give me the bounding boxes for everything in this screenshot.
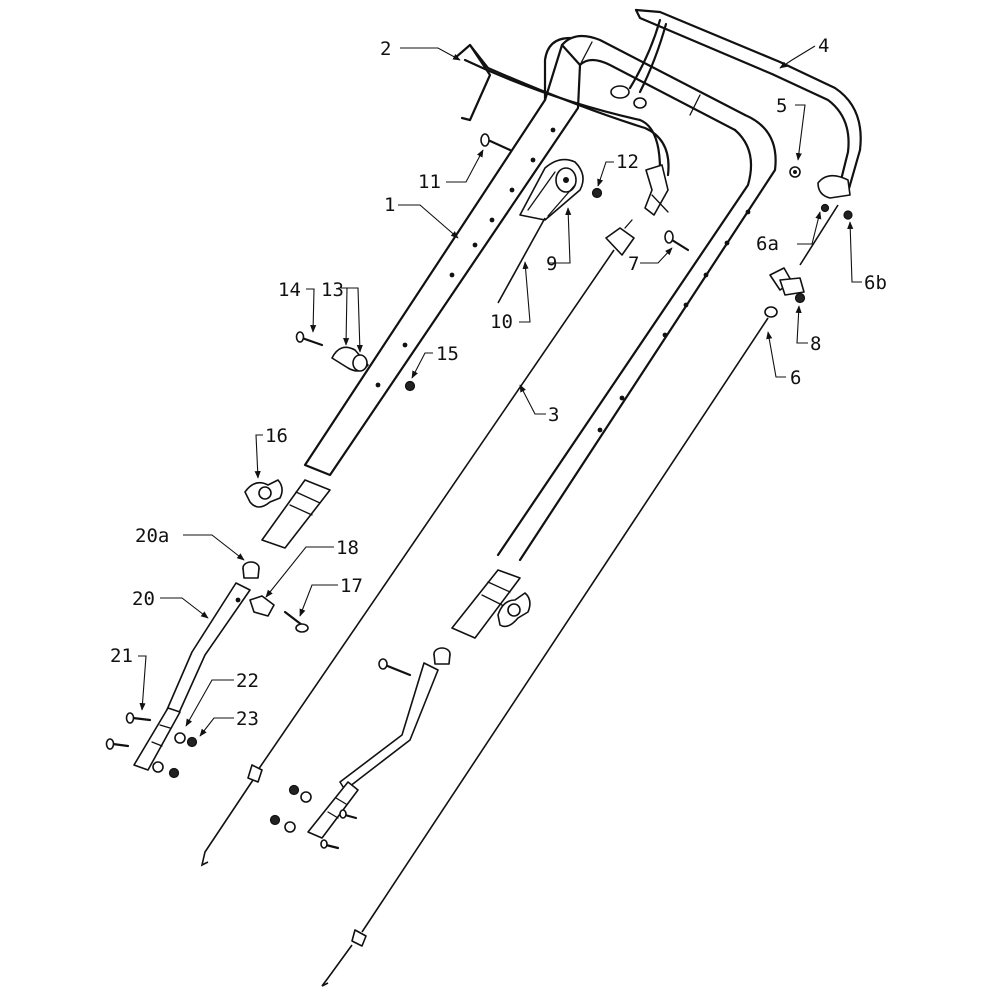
- nut-23: [168, 736, 198, 779]
- callout-20a: 20a: [135, 525, 169, 547]
- callout-1: 1: [384, 194, 395, 216]
- nut-6a: [820, 203, 830, 213]
- nut-6b: [843, 210, 853, 220]
- bracket-18: [249, 595, 275, 617]
- nut-8: [794, 292, 806, 304]
- washer-22: [152, 732, 186, 773]
- knob-right[interactable]: [497, 592, 531, 628]
- callout-14: 14: [278, 279, 301, 301]
- lower-handle-right: [269, 647, 451, 850]
- callout-labels: 2 4 5 11 12 1 9 7 10 6a 6b 8 6 3 14 13 1…: [110, 35, 887, 730]
- cable-end-10: [497, 217, 546, 304]
- bar-part-4[interactable]: [610, 8, 862, 199]
- bolt-21: [105, 712, 152, 750]
- callout-17: 17: [340, 575, 363, 597]
- bail-lever[interactable]: [453, 43, 670, 216]
- knob-16[interactable]: [244, 479, 283, 508]
- callout-6: 6: [790, 367, 801, 389]
- callout-15: 15: [436, 343, 459, 365]
- callout-23: 23: [236, 708, 259, 730]
- callout-9: 9: [546, 253, 557, 275]
- callout-5: 5: [776, 95, 787, 117]
- callout-4: 4: [818, 35, 829, 57]
- callout-16: 16: [265, 425, 288, 447]
- plug-20a: [242, 561, 260, 579]
- leader-lines: [138, 45, 862, 737]
- callout-7: 7: [628, 253, 639, 275]
- bolt-7: [664, 230, 690, 252]
- upper-handle: [261, 34, 777, 639]
- control-housing[interactable]: [519, 158, 584, 221]
- callout-2: 2: [380, 38, 391, 60]
- nut-15: [404, 380, 416, 392]
- callout-20: 20: [132, 588, 155, 610]
- callout-3: 3: [548, 404, 559, 426]
- callout-21: 21: [110, 645, 133, 667]
- cable-6: [321, 204, 839, 987]
- callout-22: 22: [236, 670, 259, 692]
- callout-6a: 6a: [756, 233, 779, 255]
- callout-11: 11: [418, 171, 441, 193]
- bolt-11: [480, 133, 512, 152]
- callout-18: 18: [336, 537, 359, 559]
- callout-10: 10: [490, 311, 513, 333]
- callout-8: 8: [810, 333, 821, 355]
- nut-12: [591, 187, 603, 199]
- cable-3: [200, 219, 635, 867]
- callout-13: 13: [321, 279, 344, 301]
- lower-handle-left: [133, 582, 251, 771]
- bolt-17: [283, 610, 309, 633]
- clamp-13: [331, 346, 369, 372]
- callout-6b: 6b: [864, 272, 887, 294]
- callout-12: 12: [616, 151, 639, 173]
- bolt-14: [295, 331, 324, 347]
